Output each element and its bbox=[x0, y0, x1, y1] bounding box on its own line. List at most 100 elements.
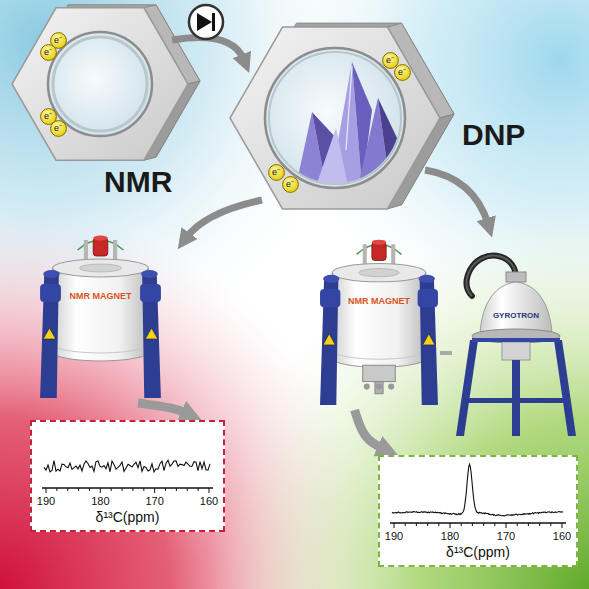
axis-tick bbox=[528, 523, 529, 526]
magnet-cap bbox=[372, 242, 386, 260]
pore bbox=[48, 32, 152, 136]
gyrotron-leg bbox=[456, 340, 478, 436]
electron-circle: e⁻ bbox=[50, 120, 67, 137]
magnet-cap-top bbox=[372, 240, 386, 245]
axis-tick bbox=[78, 488, 79, 491]
waveguide-line bbox=[440, 351, 452, 355]
axis-tick bbox=[539, 523, 540, 526]
electron-circle: e⁻ bbox=[382, 52, 399, 69]
electron-label: e⁻ bbox=[398, 67, 406, 77]
loading-arrow bbox=[172, 38, 244, 61]
hexagon-front bbox=[12, 8, 188, 160]
electron-ball bbox=[50, 120, 66, 136]
axis-tick bbox=[67, 488, 68, 491]
magnet-leg-top bbox=[141, 270, 158, 278]
magnet-ring bbox=[53, 344, 149, 353]
spectrum-panel: 190180170160δ¹³C(ppm) bbox=[30, 420, 225, 532]
diode-symbol bbox=[189, 5, 223, 39]
section-label: DNP bbox=[462, 118, 525, 151]
axis-tick-label: 160 bbox=[200, 495, 218, 508]
electron-ball bbox=[268, 164, 284, 180]
electron-ball bbox=[282, 176, 298, 192]
axis-tick bbox=[46, 488, 47, 493]
electron-label: e⁻ bbox=[44, 47, 52, 57]
magnet-drawing bbox=[318, 232, 440, 410]
empty-framework-hexagon bbox=[12, 5, 200, 160]
gyrotron-drawing bbox=[452, 250, 580, 440]
axis-tick bbox=[154, 488, 155, 493]
flow-arrow bbox=[355, 410, 386, 449]
warning-sign bbox=[43, 328, 56, 339]
diode-triangle bbox=[197, 13, 212, 31]
axis-tick-label: 170 bbox=[497, 530, 515, 543]
warning-sign bbox=[423, 334, 435, 345]
electron-ball bbox=[382, 52, 398, 68]
axis-tick-label: 180 bbox=[91, 495, 109, 508]
pore bbox=[265, 48, 405, 188]
axis-tick-label: 190 bbox=[37, 495, 55, 508]
nmr-arrow bbox=[186, 200, 262, 238]
crystal-highlight bbox=[346, 66, 352, 150]
axis-tick bbox=[394, 523, 395, 528]
magnet-leg-top bbox=[323, 275, 339, 283]
axis-tick-label: 190 bbox=[385, 530, 403, 543]
electron-circle: e⁻ bbox=[282, 176, 299, 193]
magnet-label: NMR MAGNET bbox=[348, 296, 410, 306]
gyrotron: GYROTRON bbox=[452, 250, 580, 440]
electron-ball bbox=[394, 64, 410, 80]
axis-tick bbox=[550, 523, 551, 526]
magnet-top bbox=[332, 264, 426, 282]
magnet-leg-top bbox=[419, 275, 435, 283]
axis-tick bbox=[472, 523, 473, 526]
diode-circle bbox=[189, 5, 223, 39]
axis-tick bbox=[494, 523, 495, 526]
nmr-magnet: NMR MAGNET bbox=[38, 228, 163, 403]
flow-arrow bbox=[138, 403, 189, 414]
crystal bbox=[296, 62, 398, 186]
magnet-bore bbox=[80, 264, 122, 272]
gyrotron-brace bbox=[464, 398, 568, 403]
axis-tick bbox=[483, 523, 484, 526]
magnet-body bbox=[332, 273, 426, 368]
axis-tick bbox=[132, 488, 133, 491]
magnet-bore bbox=[359, 269, 400, 277]
axis-title: δ¹³C(ppm) bbox=[96, 509, 160, 525]
diode-bar bbox=[212, 13, 215, 31]
filled-framework-hexagon bbox=[230, 23, 454, 209]
electron-circle: e⁻ bbox=[394, 64, 411, 81]
electron-label: e⁻ bbox=[386, 55, 394, 65]
probe-knob bbox=[388, 384, 394, 390]
probe-knob bbox=[364, 384, 370, 390]
warning-sign bbox=[145, 328, 158, 339]
axis-tick bbox=[165, 488, 166, 491]
crystal-facet bbox=[316, 128, 348, 186]
gyrotron-leg bbox=[554, 340, 576, 436]
nmr-magnet: NMR MAGNET bbox=[318, 232, 440, 410]
axis-tick bbox=[89, 488, 90, 491]
spectrum-trace bbox=[44, 460, 210, 472]
electron-label: e⁻ bbox=[54, 35, 62, 45]
axis-tick bbox=[506, 523, 507, 528]
magnet-pad bbox=[140, 284, 161, 302]
axis-tick bbox=[56, 488, 57, 491]
gyrotron-collar bbox=[506, 272, 526, 282]
axis-tick bbox=[111, 488, 112, 491]
magnet-cap bbox=[93, 238, 108, 256]
section-label: NMR bbox=[104, 165, 172, 198]
magnet-pad bbox=[320, 289, 340, 307]
axis-tick bbox=[405, 523, 406, 526]
magnet-leg-top bbox=[43, 270, 60, 278]
axis-tick bbox=[427, 523, 428, 526]
electron-label: e⁻ bbox=[272, 167, 280, 177]
magnet-cap-top bbox=[93, 236, 108, 241]
probe-knob bbox=[376, 384, 382, 390]
crystal-facet bbox=[378, 98, 398, 186]
warning-sign bbox=[323, 334, 335, 345]
electron-circle: e⁻ bbox=[50, 32, 67, 49]
axis-tick bbox=[438, 523, 439, 526]
